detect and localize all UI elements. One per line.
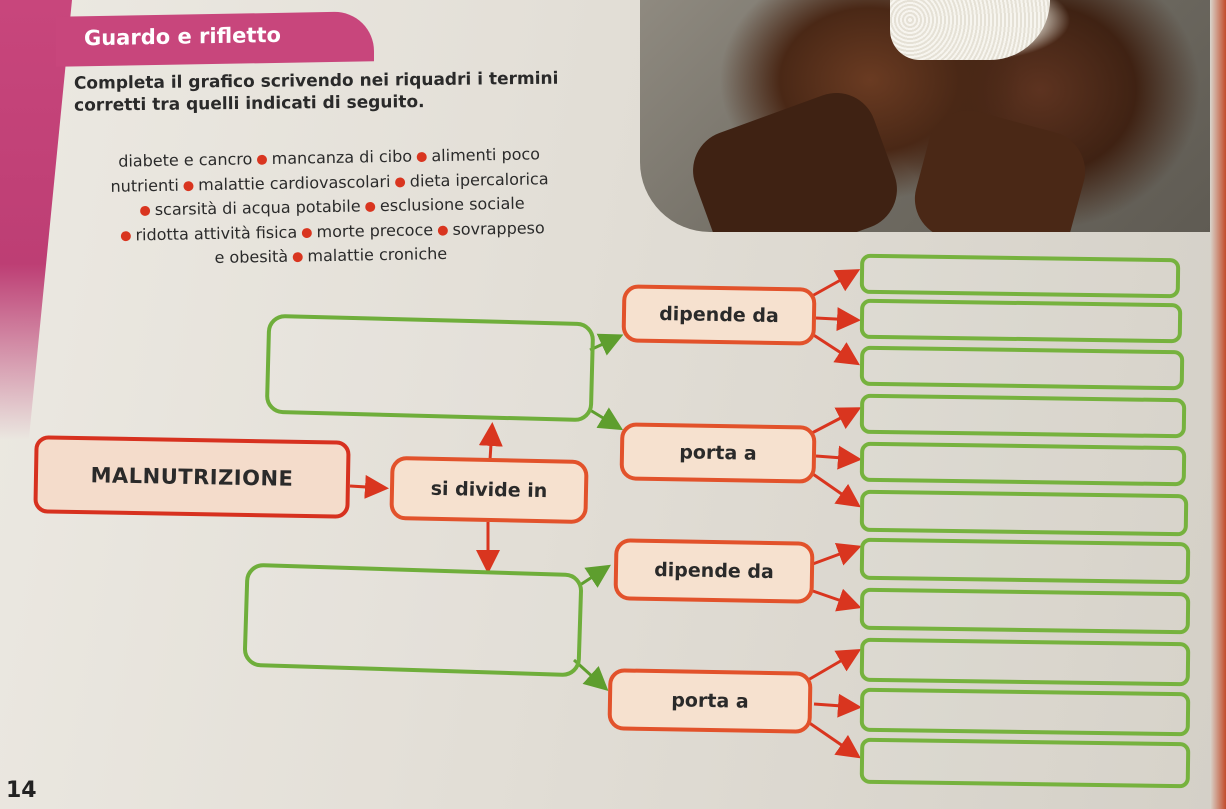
- arrow-lower-leads: [572, 658, 609, 692]
- answer-slot-5[interactable]: [859, 441, 1187, 487]
- upper-depends-label: dipende da: [658, 302, 780, 328]
- arrow-to-slot: [809, 588, 862, 612]
- arrow-to-slot: [815, 445, 862, 470]
- answer-slot-10[interactable]: [859, 687, 1191, 737]
- lower-depends-box: dipende da: [613, 538, 815, 604]
- arrow-upper-depends: [589, 333, 624, 356]
- answer-slot-7[interactable]: [859, 537, 1191, 585]
- arrow-upper-leads: [589, 407, 624, 431]
- lower-leads-label: porta a: [671, 689, 749, 713]
- arrow-to-slot: [807, 648, 862, 682]
- arrow-to-slot: [809, 542, 862, 567]
- arrow-to-slot: [807, 720, 861, 759]
- lower-answer-box[interactable]: [242, 562, 584, 678]
- upper-leads-box: porta a: [619, 422, 817, 484]
- answer-slot-2[interactable]: [859, 298, 1183, 344]
- arrow-to-slot: [811, 269, 861, 298]
- divide-box: si divide in: [389, 455, 589, 525]
- lower-depends-label: dipende da: [653, 558, 775, 584]
- upper-leads-label: porta a: [679, 441, 757, 465]
- arrow-to-slot: [813, 693, 862, 718]
- answer-slot-9[interactable]: [859, 637, 1191, 687]
- root-concept-label: MALNUTRIZIONE: [90, 463, 294, 491]
- page-number: 14: [6, 778, 37, 803]
- answer-slot-4[interactable]: [859, 393, 1187, 439]
- upper-answer-box[interactable]: [264, 313, 596, 423]
- answer-slot-11[interactable]: [859, 737, 1191, 789]
- answer-slot-8[interactable]: [859, 587, 1191, 635]
- arrow-to-slot: [811, 332, 861, 366]
- arrow-to-slot: [809, 407, 862, 436]
- lower-leads-box: porta a: [607, 668, 813, 734]
- divide-label: si divide in: [430, 477, 548, 503]
- root-concept-box: MALNUTRIZIONE: [33, 435, 351, 519]
- arrow-to-slot: [815, 307, 861, 332]
- upper-depends-box: dipende da: [621, 284, 817, 346]
- page-edge: [1210, 0, 1226, 809]
- arrow-to-slot: [809, 470, 861, 508]
- answer-slot-1[interactable]: [859, 253, 1181, 299]
- answer-slot-3[interactable]: [859, 345, 1185, 391]
- answer-slot-6[interactable]: [859, 489, 1189, 537]
- hands-with-rice-photo: [640, 0, 1212, 232]
- arrow-root-to-divide: [349, 474, 389, 499]
- arrow-divide-up: [478, 422, 503, 461]
- arrow-lower-depends: [579, 564, 612, 588]
